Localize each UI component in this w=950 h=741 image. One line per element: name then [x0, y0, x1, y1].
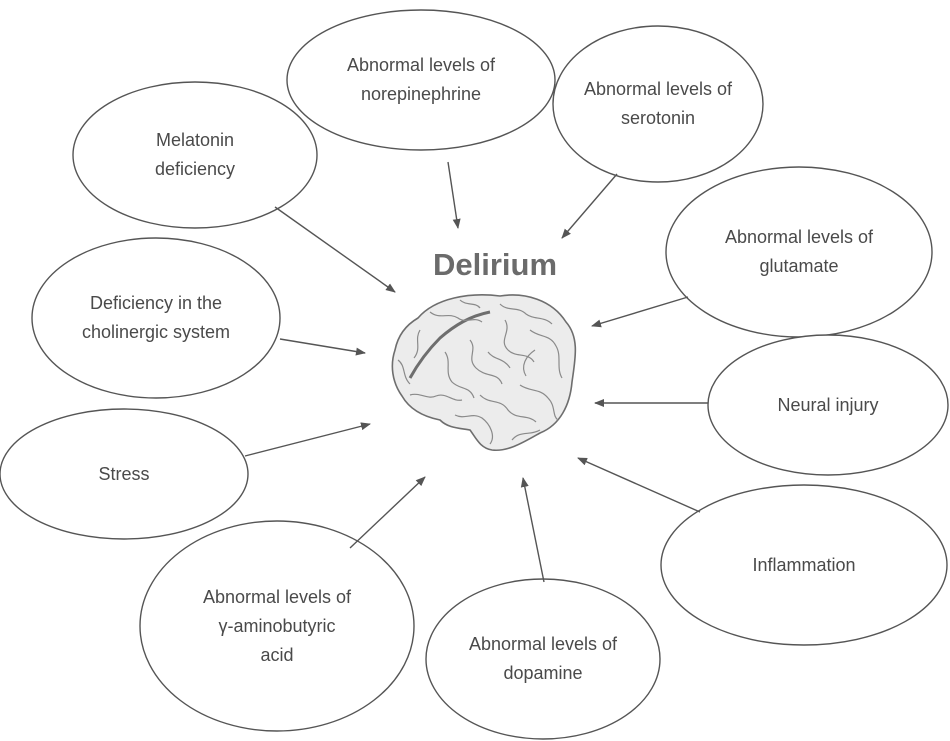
node-cholinergic-label: Deficiency in the cholinergic system — [81, 293, 231, 342]
node-neural-injury-ellipse — [707, 334, 949, 476]
node-stress-label: Stress — [98, 463, 150, 484]
brain-icon — [391, 294, 577, 452]
node-norepinephrine-ellipse — [286, 9, 556, 151]
node-norepinephrine-label: Abnormal levels of norepinephrine — [346, 55, 496, 104]
node-melatonin-ellipse — [72, 81, 318, 229]
node-inflammation-label: Inflammation — [752, 554, 856, 575]
arrow-cholinergic — [279, 338, 366, 356]
node-neural-injury-label: Neural injury — [777, 394, 879, 415]
node-gaba-label: Abnormal levels of γ-aminobutyric acid — [202, 586, 352, 665]
node-glutamate-label: Abnormal levels of glutamate — [724, 227, 874, 276]
arrow-dopamine — [520, 477, 545, 583]
node-serotonin-label: Abnormal levels of serotonin — [583, 79, 733, 128]
node-inflammation-ellipse — [660, 484, 948, 646]
arrow-gaba — [349, 476, 426, 549]
node-serotonin-ellipse — [552, 25, 764, 183]
diagram-title: Delirium — [432, 247, 558, 282]
node-gaba-ellipse — [139, 520, 415, 732]
arrow-serotonin — [561, 173, 618, 239]
brain-folds — [397, 299, 563, 445]
node-melatonin-label: Melatonin deficiency — [154, 130, 236, 179]
arrow-stress — [244, 422, 371, 457]
node-stress-ellipse — [0, 408, 249, 540]
arrow-inflammation — [577, 457, 701, 513]
arrow-glutamate — [591, 296, 689, 328]
brain-central-fissure — [408, 310, 491, 379]
node-cholinergic-ellipse — [31, 237, 281, 399]
arrow-melatonin — [274, 206, 396, 293]
arrow-norepinephrine — [447, 161, 461, 229]
node-dopamine-label: Abnormal levels of dopamine — [468, 634, 618, 683]
